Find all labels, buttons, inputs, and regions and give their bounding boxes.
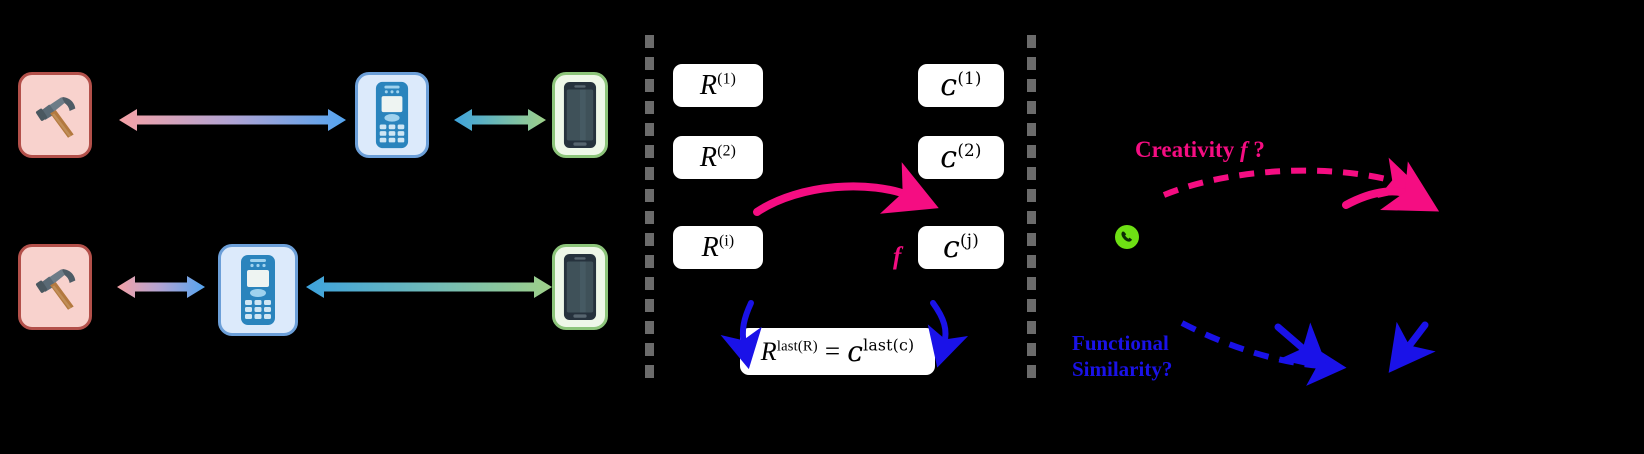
functional-similarity-label: Functional Similarity? (1072, 330, 1172, 382)
math-sup-R2: (2) (717, 142, 737, 160)
functional-similarity-arrow-1 (1274, 322, 1329, 371)
arrow-feature-to-smart-top (454, 109, 546, 131)
math-base-C2: ᴄ (940, 140, 958, 175)
math-box-C1: ᴄ(1) (918, 64, 1004, 107)
math-base-C1: ᴄ (940, 68, 958, 103)
math-base-R2: R (699, 141, 718, 173)
equation-right-base: ᴄ (847, 335, 864, 368)
mapping-arrow-middle (753, 162, 939, 216)
card-feature-phone-top (355, 72, 429, 158)
panel-divider-left (645, 35, 654, 383)
card-hammer-bottom (18, 244, 92, 330)
mapping-function-label: f (893, 243, 902, 270)
functional-similarity-arrow-2 (1388, 321, 1436, 373)
arrow-feature-to-smart-bottom (306, 276, 552, 298)
panel-divider-right (1027, 35, 1036, 383)
hammer-icon (35, 97, 76, 138)
card-hammer-top (18, 72, 92, 158)
math-sup-C2: (2) (957, 140, 982, 160)
equation-left-base: R (760, 336, 777, 366)
creativity-solid-arrow (1342, 161, 1440, 212)
math-box-Cj: ᴄ(j) (918, 226, 1004, 269)
math-sup-R1: (1) (717, 70, 737, 88)
math-base-Cj: ᴄ (943, 230, 961, 265)
functional-similarity-line2: Similarity? (1072, 357, 1173, 381)
functional-similarity-line1: Functional (1072, 331, 1169, 355)
hammer-icon (35, 269, 76, 310)
math-box-R1: R(1) (673, 64, 763, 107)
creativity-question-mark: ? (1253, 137, 1265, 162)
creativity-label: Creativity f ? (1135, 137, 1265, 163)
math-box-Ri: R(i) (673, 226, 763, 269)
math-box-C2: ᴄ(2) (918, 136, 1004, 179)
math-base-Ri: R (701, 231, 719, 263)
math-sup-C1: (1) (957, 68, 982, 88)
card-smartphone-top (552, 72, 608, 158)
creativity-symbol: f (1239, 137, 1248, 162)
equation-right-sup: last(ᴄ) (863, 335, 915, 355)
arrow-hammer-to-feature-bottom (117, 276, 205, 298)
feature-phone-icon (375, 81, 409, 149)
smartphone-icon (563, 253, 597, 321)
equation-left-sup: last(R) (776, 337, 818, 354)
whatsapp-phone-icon (1115, 225, 1139, 249)
card-feature-phone-bottom (218, 244, 298, 336)
creativity-dashed-arrow (1162, 157, 1421, 199)
functional-similarity-dashed-arrow (1180, 320, 1347, 386)
smartphone-icon (563, 81, 597, 149)
math-base-R1: R (699, 69, 718, 101)
math-sup-Ri: (i) (718, 232, 735, 250)
feature-phone-icon (241, 255, 275, 325)
math-box-R2: R(2) (673, 136, 763, 179)
equation-operator: = (824, 336, 841, 366)
math-box-equation: Rlast(R) = ᴄlast(ᴄ) (740, 328, 935, 375)
math-sup-Cj: (j) (960, 230, 979, 250)
creativity-label-text: Creativity (1135, 137, 1235, 162)
card-smartphone-bottom (552, 244, 608, 330)
arrow-hammer-to-feature-top (119, 109, 346, 131)
